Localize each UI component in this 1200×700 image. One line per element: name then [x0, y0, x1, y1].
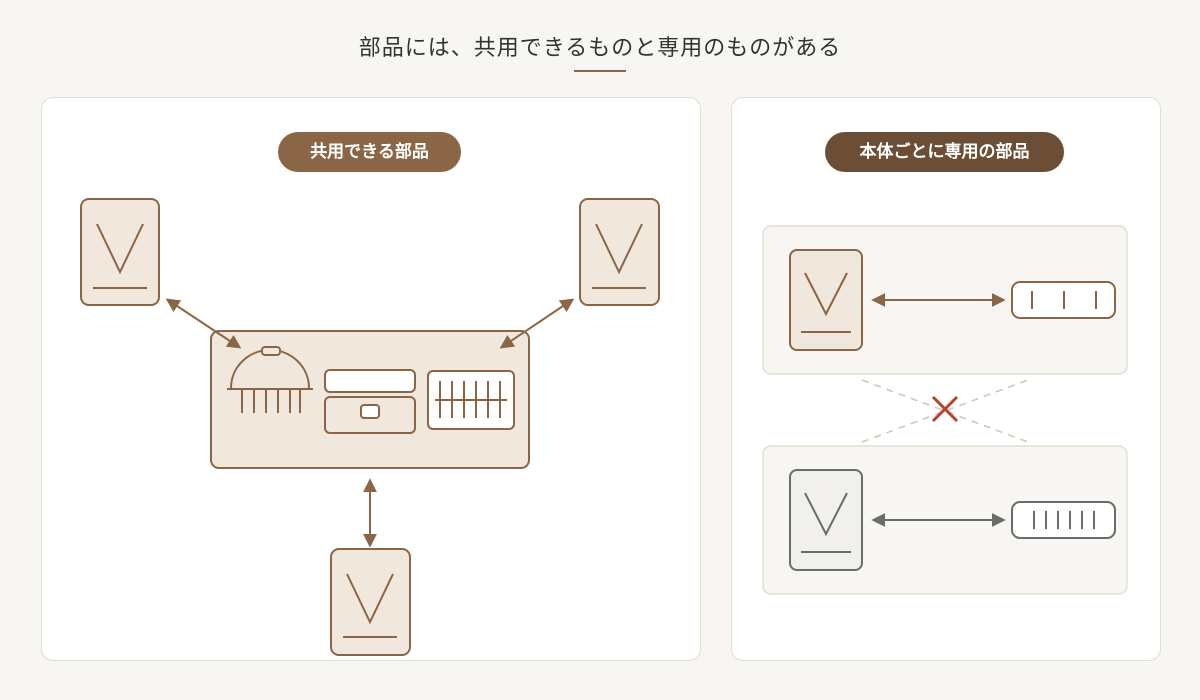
- arrow-top-left: [165, 298, 242, 349]
- page-title: 部品には、共用できるものと専用のものがある: [358, 36, 842, 61]
- incompatible-indicator: [861, 379, 1029, 443]
- dedicated-combo-upper: [762, 225, 1128, 375]
- cross-icon: [931, 395, 959, 423]
- cartridge-top-left: [80, 198, 160, 306]
- main-device-body: [210, 330, 530, 469]
- arrow-top-right: [499, 298, 575, 349]
- shared-parts-label: 共用できる部品: [278, 132, 461, 172]
- slot-drawer-component-icon: [324, 369, 416, 434]
- dedicated-combo-lower: [762, 445, 1128, 595]
- comb-component-icon: [427, 370, 515, 430]
- dedicated-parts-label: 本体ごとに専用の部品: [825, 132, 1064, 172]
- dome-component-icon: [227, 346, 313, 413]
- cartridge-top-right: [579, 198, 660, 306]
- cartridge-bottom: [330, 548, 411, 656]
- title-underline: [574, 70, 626, 72]
